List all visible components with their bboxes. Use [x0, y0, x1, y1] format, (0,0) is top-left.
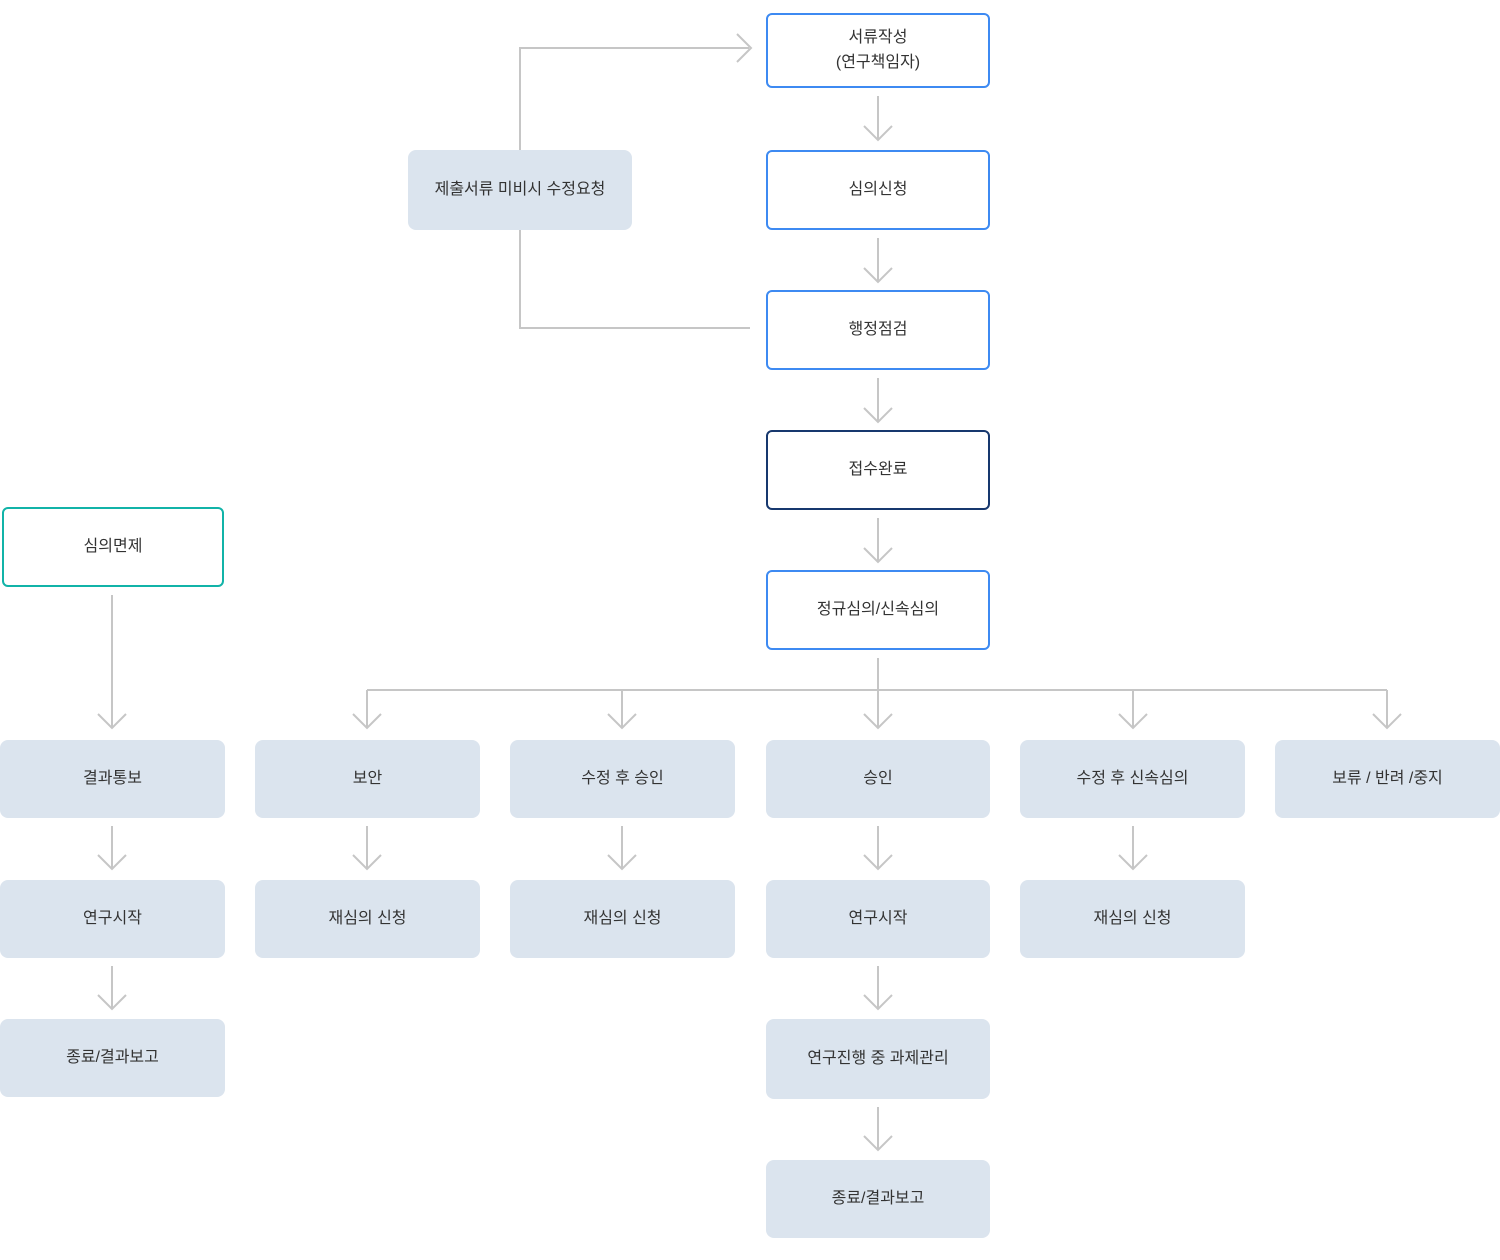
node-hold-reject-stop-label: 보류 / 반려 /중지	[1332, 769, 1443, 787]
node-research-start-exempt: 연구시작	[0, 880, 225, 958]
edge-expedited-to-rereview	[1118, 826, 1148, 871]
node-research-start-exempt-label: 연구시작	[83, 909, 142, 927]
edge-approved-after-revision-to-rereview	[607, 826, 637, 871]
edge-review-exempt-to-result-notice	[97, 595, 127, 730]
edge-research-start-to-end-report-exempt	[97, 966, 127, 1011]
node-expedited-after-revision: 수정 후 신속심의	[1020, 740, 1245, 818]
node-approved: 승인	[766, 740, 990, 818]
node-approved-label: 승인	[863, 769, 893, 787]
node-approved-after-revision-label: 수정 후 승인	[581, 769, 664, 787]
edge-approved-to-research-start	[863, 826, 893, 871]
node-doc-prepare: 서류작성 (연구책임자)	[766, 13, 990, 88]
edge-review-request-to-admin-check	[863, 238, 893, 284]
edge-admin-check-to-receipt-complete	[863, 378, 893, 424]
edge-research-start-to-task-management	[863, 966, 893, 1011]
node-review-exempt: 심의면제	[2, 507, 224, 587]
node-end-report-exempt: 종료/결과보고	[0, 1019, 225, 1097]
node-result-notice-label: 결과통보	[83, 769, 142, 787]
node-supplement-label: 보안	[352, 769, 383, 787]
node-expedited-after-revision-label: 수정 후 신속심의	[1076, 769, 1189, 787]
node-end-report-exempt-label: 종료/결과보고	[66, 1048, 159, 1066]
node-approved-after-revision: 수정 후 승인	[510, 740, 735, 818]
node-review-request-label: 심의신청	[848, 180, 908, 198]
node-rereview-supplement-label: 재심의 신청	[328, 909, 407, 927]
node-research-start-approved-label: 연구시작	[848, 909, 908, 927]
node-rereview-revision-label: 재심의 신청	[583, 909, 662, 927]
node-revision-request-label: 제출서류 미비시 수정요청	[434, 180, 606, 198]
edge-task-management-to-end-report	[863, 1107, 893, 1152]
node-task-management: 연구진행 중 과제관리	[766, 1019, 990, 1099]
node-doc-prepare-label: 서류작성 (연구책임자)	[835, 28, 921, 71]
node-revision-request: 제출서류 미비시 수정요청	[408, 150, 632, 230]
node-result-notice: 결과통보	[0, 740, 225, 818]
edge-result-notice-to-research-start	[97, 826, 127, 871]
node-review-exempt-label: 심의면제	[83, 537, 143, 555]
node-rereview-revision: 재심의 신청	[510, 880, 735, 958]
edge-review-type-branches	[352, 658, 1402, 730]
edge-admin-check-to-revision-request	[519, 230, 750, 329]
node-receipt-complete-label: 접수완료	[848, 460, 908, 478]
node-admin-check-label: 행정점검	[848, 320, 908, 338]
edge-doc-prepare-to-review-request	[863, 96, 893, 142]
node-review-type: 정규심의/신속심의	[766, 570, 990, 650]
node-task-management-label: 연구진행 중 과제관리	[807, 1049, 949, 1067]
node-rereview-expedited: 재심의 신청	[1020, 880, 1245, 958]
node-rereview-expedited-label: 재심의 신청	[1093, 909, 1172, 927]
node-review-type-label: 정규심의/신속심의	[816, 600, 940, 618]
edge-supplement-to-rereview	[352, 826, 382, 871]
node-review-request: 심의신청	[766, 150, 990, 230]
node-receipt-complete: 접수완료	[766, 430, 990, 510]
node-hold-reject-stop: 보류 / 반려 /중지	[1275, 740, 1500, 818]
node-rereview-supplement: 재심의 신청	[255, 880, 480, 958]
edge-receipt-complete-to-review-type	[863, 518, 893, 564]
edge-revision-request-to-doc-prepare	[519, 33, 753, 150]
node-admin-check: 행정점검	[766, 290, 990, 370]
node-research-start-approved: 연구시작	[766, 880, 990, 958]
node-end-report-approved: 종료/결과보고	[766, 1160, 990, 1238]
node-supplement: 보안	[255, 740, 480, 818]
node-end-report-approved-label: 종료/결과보고	[831, 1189, 925, 1207]
